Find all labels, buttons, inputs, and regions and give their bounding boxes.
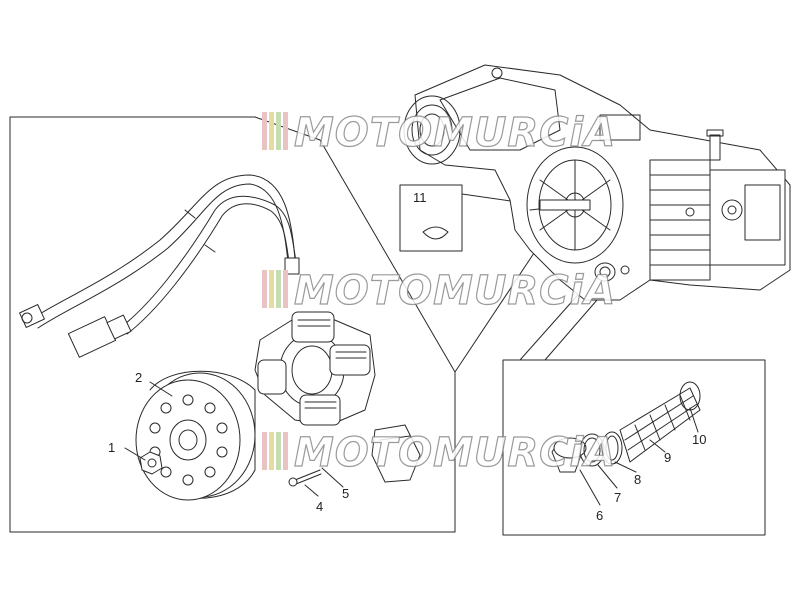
svg-text:MOTOMURCiA: MOTOMURCiA	[294, 430, 616, 476]
filter-group-frame	[502, 359, 766, 536]
svg-text:MOTOMURCiA: MOTOMURCiA	[294, 110, 616, 156]
callout-11: 11	[413, 190, 427, 205]
callout-10: 10	[692, 432, 706, 447]
leader-6	[579, 469, 601, 506]
watermark-bottom: MOTOMURCiA	[262, 429, 616, 477]
screw	[288, 469, 322, 487]
callout-4: 4	[316, 499, 323, 514]
wiring-harness	[19, 174, 300, 358]
leader-2	[149, 381, 173, 397]
callout-8: 8	[634, 472, 641, 487]
stator	[254, 311, 376, 426]
spring-8	[601, 431, 623, 465]
callout-7: 7	[614, 490, 621, 505]
watermark-middle: MOTOMURCiA	[262, 267, 616, 315]
o-ring-10	[679, 381, 701, 411]
callout-2: 2	[135, 370, 142, 385]
key-frame	[399, 184, 463, 252]
woodruff-key	[422, 226, 449, 240]
svg-text:MOTOMURCiA: MOTOMURCiA	[294, 268, 616, 314]
engine-assembly	[403, 64, 791, 301]
leader-4	[304, 484, 319, 497]
callout-9: 9	[664, 450, 671, 465]
watermark-top: MOTOMURCiA	[262, 109, 616, 157]
o-ring-7	[579, 433, 605, 467]
callout-6: 6	[596, 508, 603, 523]
drain-plug	[551, 437, 587, 473]
left-group-frame	[9, 116, 456, 533]
leader-8	[614, 461, 637, 473]
filter-screen	[619, 387, 701, 463]
pickup-coil	[371, 424, 421, 483]
leader-10	[689, 407, 699, 433]
leader-1	[124, 447, 146, 461]
flywheel	[135, 370, 256, 501]
flywheel-nut	[139, 451, 163, 475]
leader-5	[321, 467, 344, 488]
leader-line-magneto-2	[454, 243, 541, 373]
leader-9	[649, 439, 666, 453]
leader-7	[597, 464, 618, 489]
callout-1: 1	[108, 440, 115, 455]
callout-5: 5	[342, 486, 349, 501]
